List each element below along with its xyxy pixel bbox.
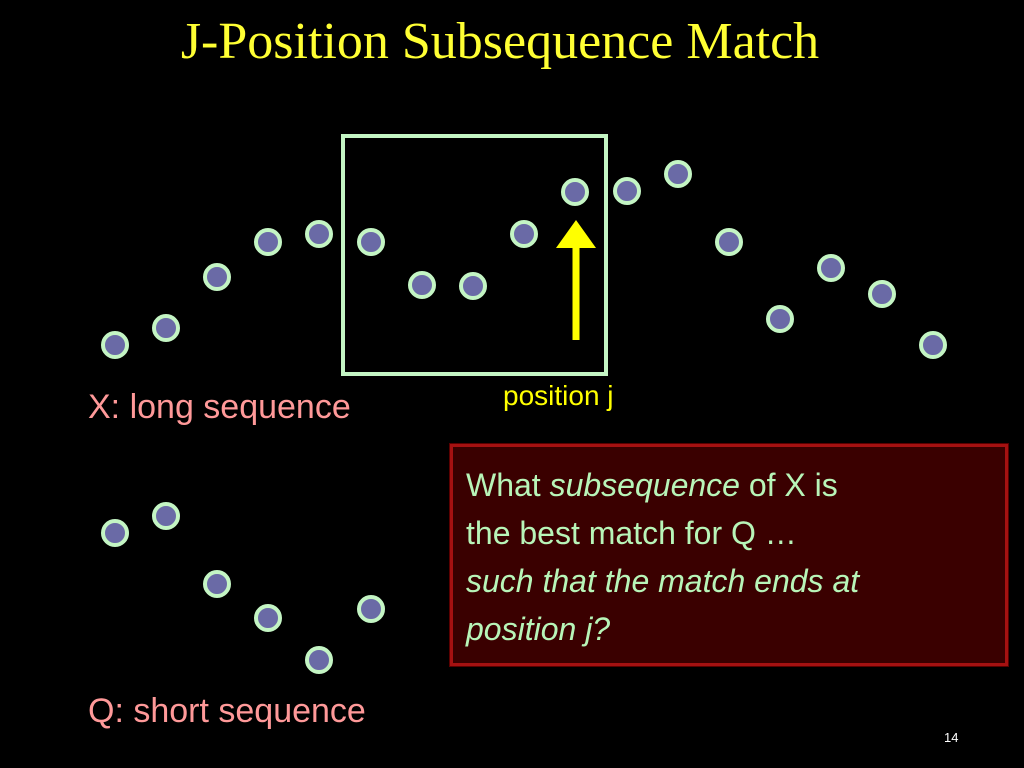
x-sequence (101, 160, 947, 359)
x-point (459, 272, 487, 300)
q-sequence (101, 502, 385, 674)
x-point-j (561, 178, 589, 206)
x-point (817, 254, 845, 282)
x-point (152, 314, 180, 342)
x-point (868, 280, 896, 308)
question-text: of X is (739, 467, 838, 503)
question-emphasis: subsequence (549, 467, 740, 503)
question-emphasis: position j? (466, 611, 611, 647)
x-point (664, 160, 692, 188)
x-sequence-label: X: long sequence (88, 388, 351, 426)
q-point (203, 570, 231, 598)
question-emphasis: such that the match ends at (466, 563, 860, 599)
x-point (715, 228, 743, 256)
subsequence-window (341, 134, 608, 376)
q-sequence-label: Q: short sequence (88, 692, 366, 730)
slide-number: 14 (944, 730, 959, 745)
question-line-4: position j? (466, 605, 995, 653)
x-point (203, 263, 231, 291)
x-point (254, 228, 282, 256)
position-j-label: position j (503, 380, 614, 411)
question-line-2: the best match for Q … (466, 515, 797, 551)
q-point (254, 604, 282, 632)
x-point (305, 220, 333, 248)
x-point (101, 331, 129, 359)
x-point (408, 271, 436, 299)
x-point (766, 305, 794, 333)
question-box: What subsequence of X is the best match … (449, 443, 1009, 667)
x-point (357, 228, 385, 256)
question-text: What (466, 467, 550, 503)
x-point (919, 331, 947, 359)
q-point (305, 646, 333, 674)
q-point (152, 502, 180, 530)
x-point (510, 220, 538, 248)
slide-title: J-Position Subsequence Match (180, 13, 820, 70)
question-line-1: What subsequence of X is (466, 461, 995, 509)
position-j-arrow (556, 220, 596, 340)
q-point (101, 519, 129, 547)
q-point (357, 595, 385, 623)
question-line-3: such that the match ends at (466, 557, 995, 605)
x-point (613, 177, 641, 205)
